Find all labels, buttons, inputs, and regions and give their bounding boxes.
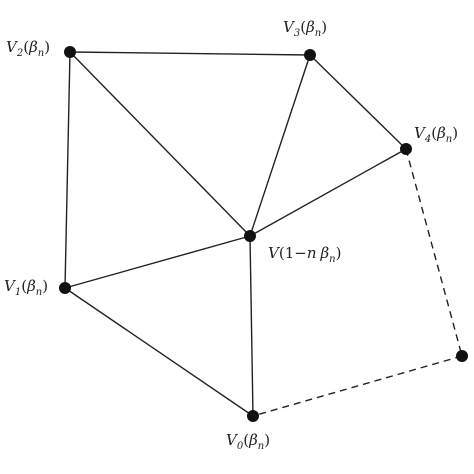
edge-v4-vc (249, 148, 407, 237)
label-vc-arg: β (319, 244, 329, 262)
label-v4: V4(βn) (414, 124, 458, 145)
label-v0-sub: 0 (237, 441, 244, 452)
label-v0-arg: β (248, 431, 258, 449)
label-v1-main: V (4, 277, 17, 295)
label-v2: V2(βn) (6, 38, 50, 59)
label-v4-close: ) (452, 124, 458, 142)
label-v2-main: V (6, 38, 19, 56)
label-v0-close: ) (264, 431, 270, 449)
label-v3: V3(βn) (283, 18, 327, 39)
label-v1-sub: 1 (15, 287, 21, 298)
label-vc-main: V (268, 244, 281, 262)
label-v0: V0(βn) (226, 431, 270, 452)
vertex-v4 (400, 143, 412, 155)
edge-v2-v1 (64, 51, 71, 289)
label-v1-close: ) (42, 277, 48, 295)
label-v4-open: ( (431, 124, 437, 142)
vertex-v1 (59, 282, 71, 294)
label-v4-sub: 4 (424, 134, 431, 145)
edge-vc-v0 (249, 235, 254, 417)
label-v3-main: V (283, 18, 296, 36)
edge-v4-v5 (405, 148, 463, 357)
label-vc-close: ) (336, 244, 342, 262)
label-v3-close: ) (321, 18, 327, 36)
label-v3-open: ( (300, 18, 306, 36)
vertex-v3 (304, 49, 316, 61)
label-v2-close: ) (44, 38, 50, 56)
label-v1-arg-sub: n (36, 287, 42, 298)
label-vc-prefix: (1− (279, 244, 307, 262)
label-v0-arg-sub: n (258, 441, 264, 452)
edge-v1-vc (64, 235, 251, 289)
vertex-vc (244, 230, 256, 242)
label-v3-arg: β (305, 18, 315, 36)
label-vc-arg-sub: n (329, 254, 335, 265)
edge-v2-v3 (69, 51, 311, 56)
label-v2-arg: β (28, 38, 38, 56)
vertex-v0 (247, 410, 259, 422)
vertex-v2 (64, 46, 76, 58)
label-v2-sub: 2 (16, 48, 23, 59)
label-v1: V1(βn) (4, 277, 48, 298)
edge-v1-v0 (64, 287, 254, 417)
label-v0-open: ( (243, 431, 249, 449)
vertex-v5 (456, 350, 468, 362)
label-v1-open: ( (21, 277, 27, 295)
label-v4-arg-sub: n (446, 134, 452, 145)
label-v4-main: V (414, 124, 427, 142)
label-v3-sub: 3 (294, 28, 300, 39)
vertices-layer (59, 46, 468, 422)
label-v3-arg-sub: n (315, 28, 321, 39)
label-v2-arg-sub: n (38, 48, 44, 59)
label-vc-mid: n (307, 244, 317, 262)
label-v1-arg: β (26, 277, 36, 295)
label-v4-arg: β (436, 124, 446, 142)
edge-v3-vc (249, 54, 311, 237)
edge-v3-v4 (309, 54, 407, 150)
label-v2-open: ( (23, 38, 29, 56)
edges-layer (64, 51, 463, 417)
label-v0-main: V (226, 431, 239, 449)
edge-v5-v0 (252, 355, 463, 417)
edge-v2-vc (69, 51, 251, 237)
